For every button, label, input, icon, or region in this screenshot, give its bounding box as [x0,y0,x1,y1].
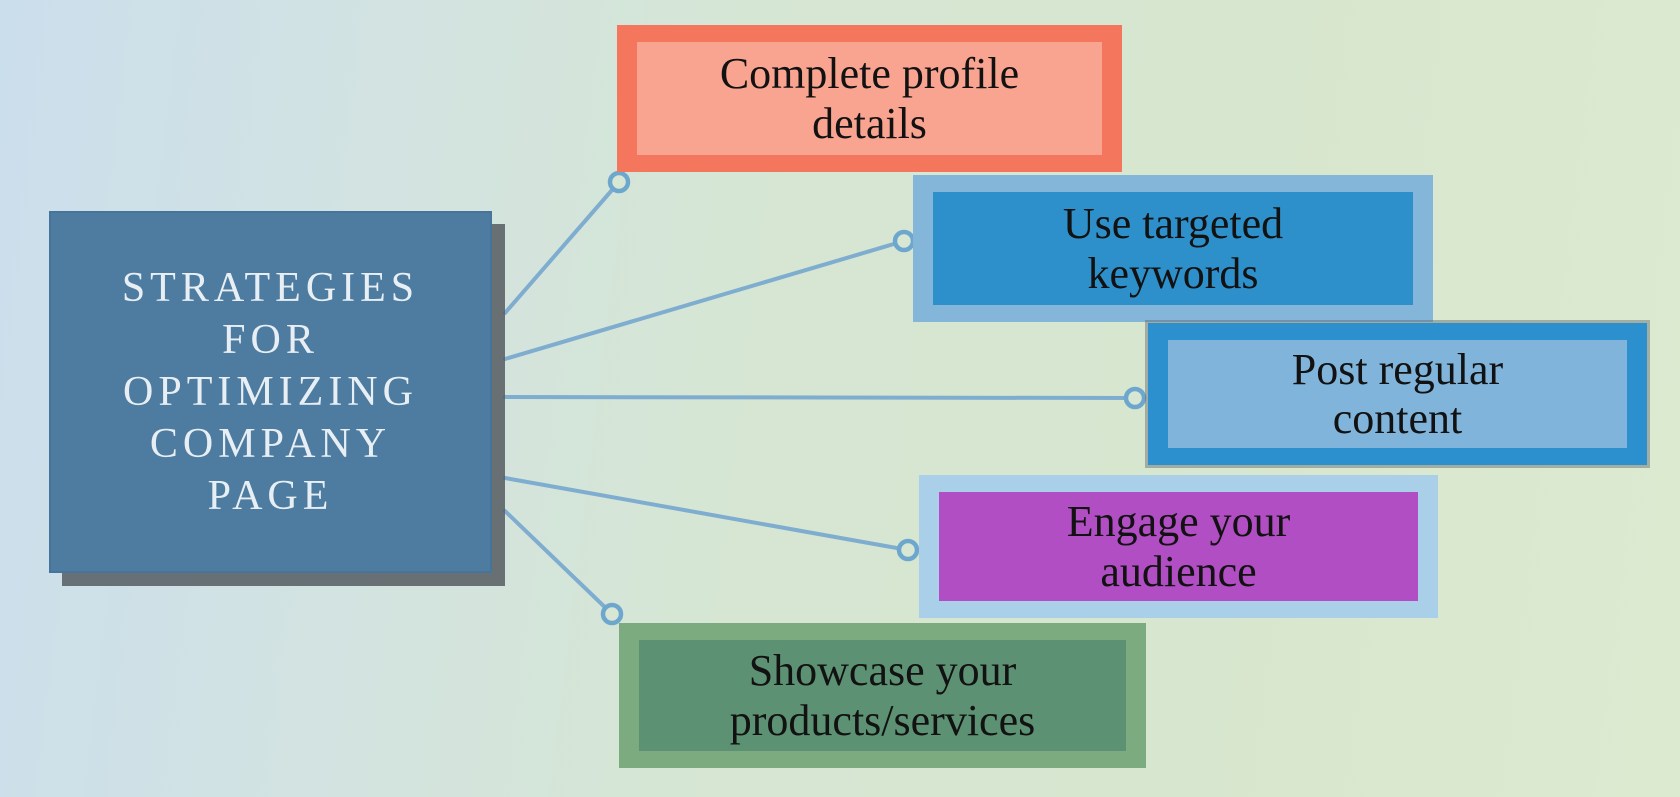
root-label-line: STRATEGIES [121,265,420,311]
node-post-regular-content: Post regular content [1148,323,1647,465]
node-label: Complete profile details [637,42,1102,155]
connector-line-engage-audience [503,476,910,552]
connector-line-use-keywords [503,239,906,361]
connector-endpoint-icon [892,229,916,253]
node-showcase-products-services: Showcase your products/services [619,623,1146,768]
connector-endpoint-icon [896,538,920,562]
node-label-line: products/services [729,695,1036,745]
node-use-targeted-keywords: Use targeted keywords [913,175,1433,322]
connector-line-post-content [503,395,1137,400]
node-label-line: Post regular [1291,344,1504,394]
node-label: Post regular content [1168,340,1627,448]
connector-endpoint-icon [607,170,631,194]
node-label-line: audience [1100,546,1257,596]
node-label: Engage your audience [939,492,1418,601]
node-complete-profile-details: Complete profile details [617,25,1122,172]
node-label: Use targeted keywords [933,192,1413,305]
node-label-line: Use targeted [1062,199,1284,249]
node-label-line: keywords [1087,248,1259,298]
connector-line-showcase [503,509,614,616]
node-label-line: details [812,98,927,148]
root-label-line: OPTIMIZING [123,369,418,415]
node-label-line: Showcase your [748,646,1017,696]
connector-endpoint-icon [1123,386,1147,410]
connector-endpoint-icon [600,602,624,626]
node-label-line: content [1332,394,1463,443]
node-label-line: Complete profile [719,49,1020,99]
root-label-line: FOR [222,317,319,363]
node-label-line: Engage your [1066,497,1291,547]
root-node-strategies: STRATEGIES FOR OPTIMIZING COMPANY PAGE [49,211,492,573]
root-node-label: STRATEGIES FOR OPTIMIZING COMPANY PAGE [122,262,419,522]
connector-line-complete-profile [503,180,621,315]
root-label-line: PAGE [207,473,334,519]
node-engage-your-audience: Engage your audience [919,475,1438,618]
root-label-line: COMPANY [149,421,392,467]
node-label: Showcase your products/services [639,640,1126,751]
